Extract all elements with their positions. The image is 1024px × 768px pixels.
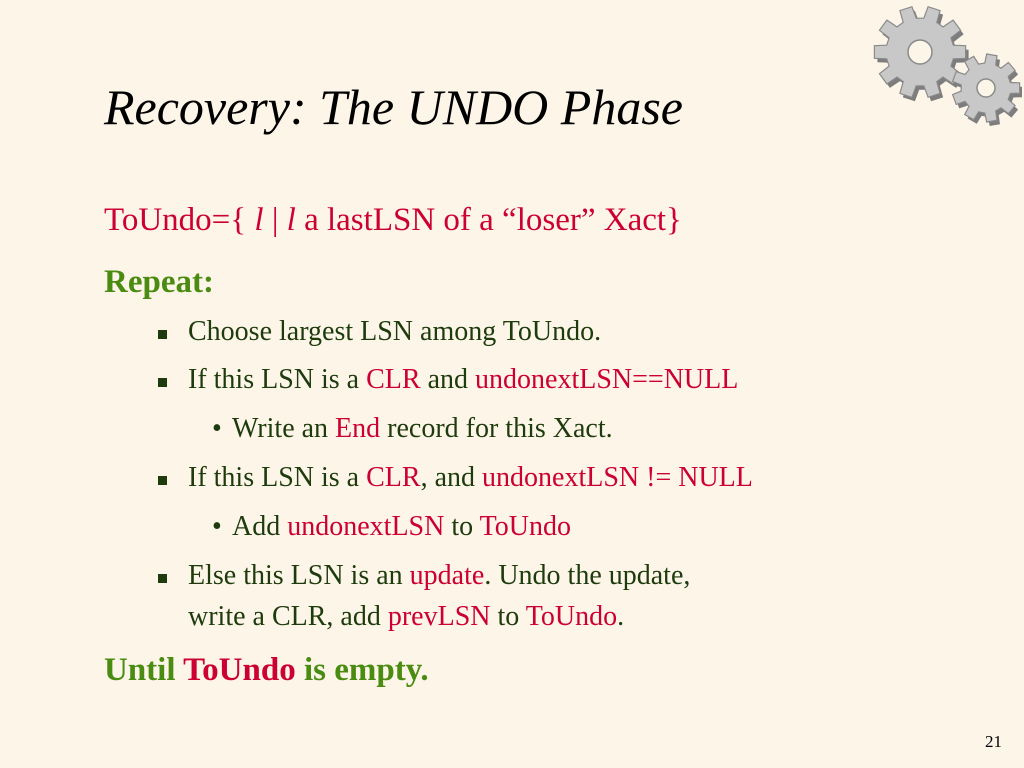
bullet-square-icon xyxy=(158,574,167,583)
bullet-dot-icon: • xyxy=(212,511,222,542)
keyword-undonextlsn: undonextLSN xyxy=(287,511,445,542)
until-text: is empty. xyxy=(295,652,429,688)
bullet-text: Else this LSN is an xyxy=(188,560,410,591)
toundo-definition: ToUndo={ l | l a lastLSN of a “loser” Xa… xyxy=(104,202,682,239)
toundo-suffix: a lastLSN of a “loser” Xact} xyxy=(304,202,682,238)
bullet-square-icon xyxy=(158,330,167,339)
bullet-else-update: Else this LSN is an update. Undo the upd… xyxy=(188,560,690,592)
keyword-toundo: ToUndo xyxy=(183,652,296,688)
gears-icon xyxy=(873,5,1022,126)
gear-hole xyxy=(976,78,996,98)
keyword-prevlsn: prevLSN xyxy=(387,601,491,632)
bullet-text: If this LSN is a xyxy=(188,462,367,493)
page-number: 21 xyxy=(985,732,1002,751)
sub-write-end: Write an End record for this Xact. xyxy=(232,413,613,445)
keyword-undonextlsn-not-null: undonextLSN != NULL xyxy=(482,462,753,493)
slide-title: Recovery: The UNDO Phase xyxy=(104,79,683,135)
bullet-text: , and xyxy=(420,462,483,493)
toundo-bar: | xyxy=(271,202,287,238)
bullet-text: If this LSN is a xyxy=(188,364,367,395)
bullet-text: . xyxy=(617,601,625,632)
until-heading: Until ToUndo is empty. xyxy=(104,652,429,689)
keyword-clr: CLR xyxy=(366,364,421,395)
gear-hole xyxy=(907,39,933,65)
repeat-heading: Repeat: xyxy=(104,264,214,300)
sub-text: Add xyxy=(232,511,288,542)
keyword-update: update xyxy=(409,560,485,591)
bullet-text: and xyxy=(420,364,476,395)
keyword-toundo: ToUndo xyxy=(479,511,571,542)
keyword-toundo: ToUndo xyxy=(525,601,618,632)
sub-text: to xyxy=(444,511,480,542)
sub-add-undonextlsn: Add undonextLSN to ToUndo xyxy=(232,511,571,543)
bullet-clr-not-null: If this LSN is a CLR, and undonextLSN !=… xyxy=(188,462,753,494)
bullet-clr-null: If this LSN is a CLR and undonextLSN==NU… xyxy=(188,364,738,396)
bullet-else-update-line2: write a CLR, add prevLSN to ToUndo. xyxy=(188,601,624,633)
keyword-undonextlsn-null: undonextLSN==NULL xyxy=(475,364,739,395)
keyword-clr: CLR xyxy=(366,462,421,493)
toundo-prefix: ToUndo={ xyxy=(104,202,247,238)
toundo-var-l-2: l xyxy=(286,202,296,238)
sub-text: record for this Xact. xyxy=(380,413,613,444)
bullet-square-icon xyxy=(158,378,167,387)
sub-text: Write an xyxy=(232,413,336,444)
bullet-square-icon xyxy=(158,476,167,485)
bullet-dot-icon: • xyxy=(212,413,222,444)
bullet-text: . Undo the update, xyxy=(484,560,691,591)
until-text: Until xyxy=(104,652,184,688)
bullet-text: to xyxy=(490,601,526,632)
bullet-text: write a CLR, add xyxy=(188,601,388,632)
keyword-end: End xyxy=(335,413,381,444)
toundo-var-l: l xyxy=(254,202,264,238)
bullet-choose-largest: Choose largest LSN among ToUndo. xyxy=(188,316,602,347)
